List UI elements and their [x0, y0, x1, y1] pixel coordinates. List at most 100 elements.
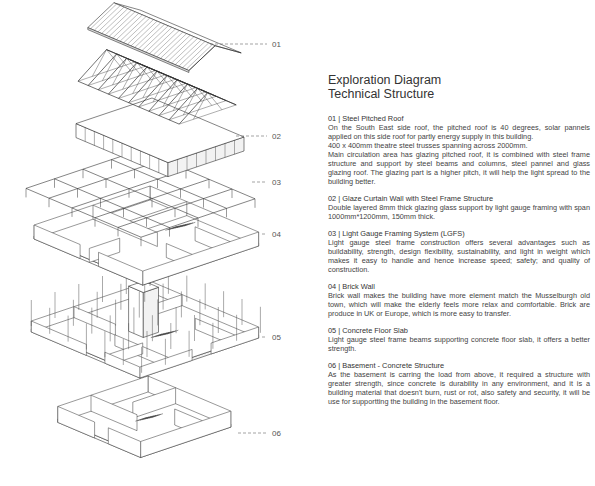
mullion [215, 147, 216, 161]
truss-web [193, 93, 222, 120]
steel-column [73, 300, 74, 326]
roof-hatch [175, 40, 201, 65]
steel-column [194, 315, 195, 341]
callout-number: 05 [272, 333, 281, 342]
roof-hatch [160, 34, 186, 59]
frame-post [232, 189, 233, 198]
callout-number: 01 [272, 40, 281, 49]
roof-hatch [183, 43, 209, 68]
basement-wall [91, 395, 137, 431]
stair-tread [160, 332, 171, 336]
frame-post [26, 188, 27, 197]
steel-column [189, 331, 190, 357]
section-heading: 04 | Brick Wall [328, 282, 590, 291]
frame-post [134, 169, 135, 178]
mullion [177, 159, 178, 173]
leader-line [210, 44, 267, 45]
frame-post [111, 160, 112, 169]
mullion [103, 135, 104, 149]
steel-column [68, 316, 69, 342]
section-heading: 03 | Light Gauge Framing System (LGFS) [328, 229, 590, 238]
stair-tread [153, 333, 164, 337]
callout-number: 06 [272, 429, 281, 438]
stair-tread [167, 330, 179, 334]
steel-column [176, 307, 177, 333]
leader-line [262, 234, 267, 235]
roof-hatch [138, 24, 164, 49]
callout-number: 03 [272, 178, 281, 187]
stair-tread [147, 415, 158, 419]
callout-box: 02 [272, 132, 281, 141]
steel-column [91, 308, 92, 334]
steel-column [55, 292, 56, 318]
frame-beam [118, 189, 232, 227]
frame-post [198, 218, 199, 227]
roof-hatch [105, 10, 131, 35]
mullion [158, 159, 159, 173]
section-body: Light gauge steel frame construction off… [328, 238, 590, 274]
steel-column [242, 299, 243, 325]
roof-hatch [186, 45, 212, 70]
section-body: On the South East side roof, the pitched… [328, 123, 590, 141]
basement-wall [141, 411, 231, 457]
roof-hatch [116, 15, 142, 40]
steel-column [31, 300, 32, 326]
frame-beam [83, 169, 198, 218]
roof-hatch [98, 7, 124, 32]
frame-post [157, 179, 158, 188]
mullion [140, 151, 141, 165]
section-body: 400 x 400mm theatre steel trusses spanni… [328, 141, 590, 150]
steel-column [115, 300, 116, 326]
section-heading: 01 | Steel Pitched Roof [328, 114, 590, 123]
frame-beam [55, 179, 170, 228]
core-tower [143, 287, 158, 337]
frame-beam [95, 179, 209, 217]
stair-tread [135, 417, 146, 421]
mullion [187, 156, 188, 170]
roof-hatch [109, 12, 135, 37]
frame-post [203, 199, 204, 208]
title-box: Exploration Diagram Technical Structure [328, 73, 468, 101]
frame-post [129, 189, 130, 198]
frame-post [146, 218, 147, 227]
frame-post [118, 227, 119, 236]
steel-column [205, 283, 206, 309]
callout-box: 04 [272, 230, 281, 239]
steel-column [212, 323, 213, 349]
brick-floor-slab [34, 197, 259, 282]
roof-hatch [102, 9, 128, 34]
frame-post [169, 228, 170, 237]
frame-post [77, 189, 78, 198]
floor-wall [105, 352, 140, 378]
steel-column [218, 307, 219, 333]
leader-line [236, 136, 267, 137]
mullion [234, 140, 235, 154]
callout-number: 02 [272, 132, 281, 141]
frame-beam [26, 188, 141, 237]
brick-wall [143, 232, 259, 285]
leader-line [238, 433, 267, 434]
brick-wall [93, 205, 157, 246]
text-column: 01 | Steel Pitched RoofOn the South East… [328, 114, 590, 406]
roof-hatch [172, 38, 198, 63]
section-heading: 05 | Concrete Floor Slab [328, 326, 590, 335]
steel-column [223, 291, 224, 317]
diagram-title: Exploration Diagram Technical Structure [328, 73, 468, 101]
stair-tread [152, 414, 163, 418]
frame-post [175, 208, 176, 217]
steel-column [120, 284, 121, 310]
section-body: Double layered 8mm thick glazing glass s… [328, 203, 590, 221]
section-body: As the basement is carring the load from… [328, 370, 590, 406]
frame-post [123, 208, 124, 217]
steel-column [123, 339, 124, 365]
floor-wall [140, 349, 192, 378]
steel-column [199, 299, 200, 325]
stair-tread [170, 225, 181, 229]
truss [179, 93, 236, 125]
steel-column [147, 331, 148, 357]
leader-line [262, 337, 267, 338]
steel-column [165, 339, 166, 365]
frame-post [152, 198, 153, 207]
floor-wall [31, 321, 86, 355]
mullion [206, 150, 207, 164]
